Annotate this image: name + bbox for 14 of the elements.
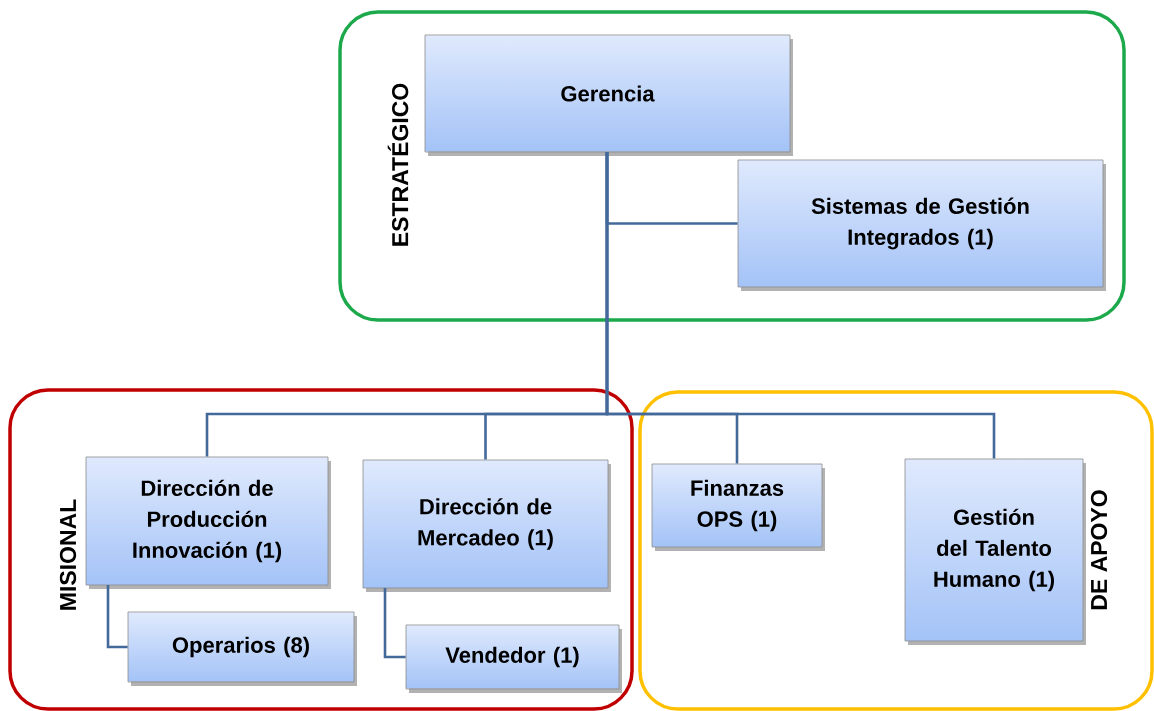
connector-line (605, 152, 996, 459)
group-label: DE APOYO (1090, 490, 1108, 610)
connector-line (383, 588, 406, 659)
org-box: Gestión del Talento Humano (1) (904, 458, 1084, 642)
org-box: Dirección de Producción Innovación (1) (85, 456, 329, 586)
org-box: Operarios (8) (127, 611, 355, 683)
org-box: Sistemas de Gestión Integrados (1) (737, 159, 1104, 288)
org-box: Finanzas OPS (1) (651, 463, 823, 548)
org-box: Dirección de Mercadeo (1) (362, 459, 609, 589)
group-label: MISIONAL (59, 499, 77, 610)
org-box: Vendedor (1) (405, 624, 620, 690)
org-box: Gerencia (424, 34, 791, 153)
connector-line (106, 585, 128, 649)
group-label: ESTRATÉGICO (387, 83, 409, 246)
